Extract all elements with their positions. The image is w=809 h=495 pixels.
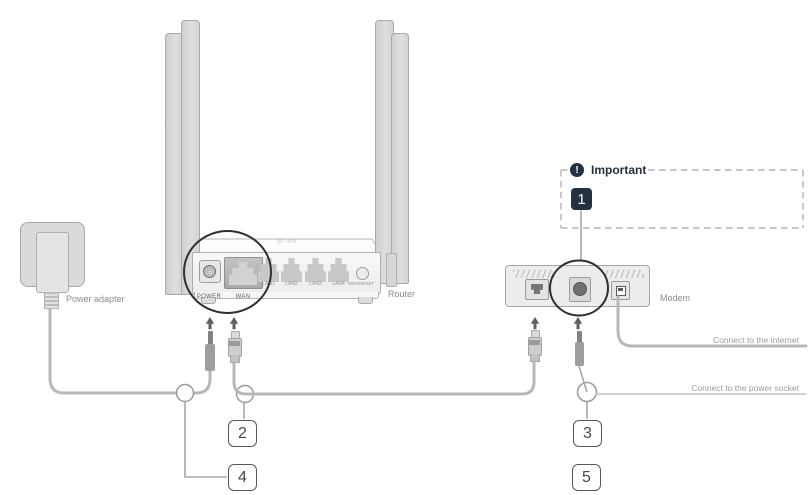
modem-power-plug-body (574, 342, 584, 366)
step4-connector-line (184, 401, 227, 478)
modem-vents-right (602, 270, 644, 278)
lan2-port (281, 258, 302, 282)
brand-logo: tp-link (276, 239, 298, 245)
important-icon: ! (570, 163, 584, 177)
router-highlight-circle (183, 230, 272, 314)
arrow-up-wan-icon (229, 317, 239, 330)
modem-ethernet-jack-icon (531, 284, 543, 294)
router-power-plug-tip (207, 331, 213, 345)
wps-reset-button (356, 267, 369, 280)
modem-power-plug-tip (577, 331, 582, 343)
wan-plug-band (228, 341, 240, 346)
router-antenna-hinge (386, 253, 397, 287)
lan3-port (305, 258, 326, 282)
modem-highlight-circle (549, 259, 609, 317)
router-foot-left (201, 297, 216, 304)
modem-internet-jack-icon (616, 286, 626, 296)
modem-label: Modem (660, 293, 691, 303)
wan-ethernet-cable (232, 355, 536, 396)
modem-power-jack (569, 277, 591, 302)
power-socket-note: Connect to the power socket (691, 383, 799, 393)
modem-ethernet-plug-boot (529, 354, 540, 362)
router-power-plug-body (205, 344, 215, 371)
wan-port-label: WAN (235, 294, 251, 300)
wan-port-jack (229, 262, 257, 285)
internet-note: Connect to the internet (712, 335, 799, 345)
modem-internet-jack-pin (618, 288, 623, 291)
wan-port (224, 257, 263, 289)
arrow-up-power-icon (205, 317, 215, 330)
step-box-2: 2 (228, 420, 257, 447)
arrow-up-modem-power-icon (573, 317, 583, 330)
important-title: Important (591, 163, 647, 177)
lan2-label: LAN2 (285, 281, 298, 287)
step-box-5: 5 (572, 464, 601, 491)
modem-power-cord (578, 365, 588, 393)
wps-reset-label: WPS/RESET (347, 281, 375, 286)
lan4-label: LAN4 (332, 281, 345, 287)
step-box-4: 4 (228, 464, 257, 491)
adapter-power-cable (48, 306, 212, 395)
modem-body (505, 265, 650, 307)
lan1-port (258, 258, 279, 282)
modem-vents-left (513, 270, 559, 278)
lan4-port (328, 258, 349, 282)
lan3-label: LAN3 (309, 281, 322, 287)
modem-power-barrel (573, 282, 587, 296)
router-foot-right (358, 297, 373, 304)
router-bottom-lip (194, 292, 379, 299)
power-adapter-label: Power adapter (66, 294, 125, 304)
arrow-up-modem-ethernet-icon (530, 317, 540, 330)
router-label: Router (388, 289, 416, 299)
step-badge-1: 1 (571, 188, 592, 210)
modem-ethernet-port (525, 279, 549, 300)
modem-ethernet-plug-band (528, 340, 540, 345)
router-antenna-right-outer (391, 33, 409, 284)
wan-plug-boot (229, 355, 240, 363)
power-port (199, 260, 221, 283)
modem-internet-port (611, 281, 630, 300)
power-port-pin (208, 270, 212, 274)
power-port-label: POWER (196, 294, 222, 300)
power-adapter-plug-block (36, 232, 69, 293)
power-adapter-strain-relief (44, 292, 59, 309)
step-box-3: 3 (573, 420, 602, 447)
internet-cable (616, 295, 808, 348)
